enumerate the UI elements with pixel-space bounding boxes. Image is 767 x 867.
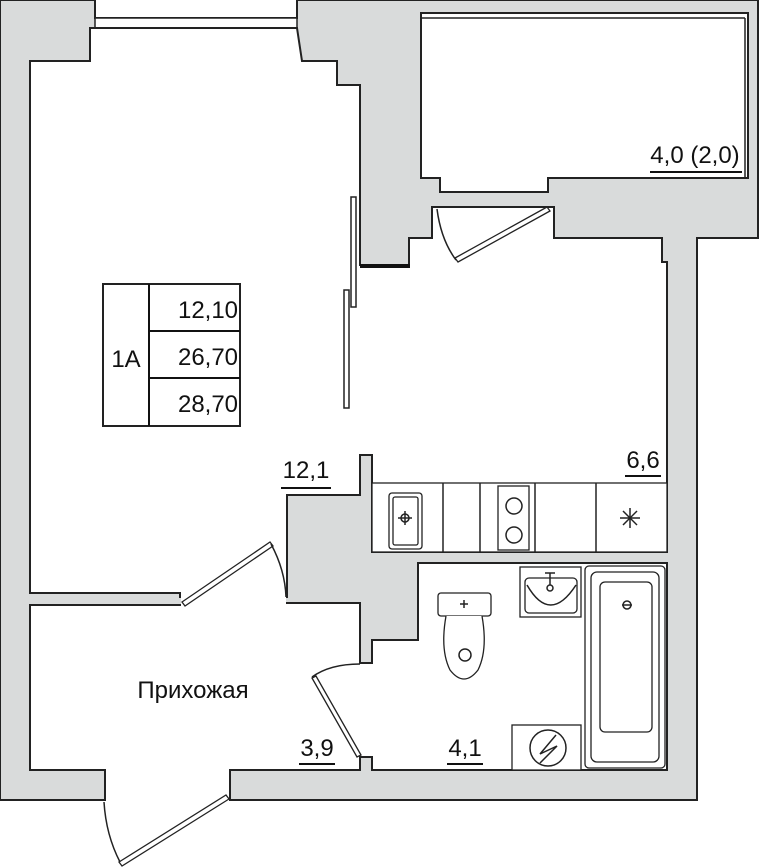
apartment-info-table: 1A 12,10 26,70 28,70	[102, 283, 241, 427]
living-room-door[interactable]	[181, 541, 287, 607]
bathtub-icon	[584, 565, 666, 769]
kitchen-sink-icon	[388, 492, 423, 550]
washbasin-icon	[519, 566, 582, 618]
balcony-door[interactable]	[436, 206, 551, 263]
balcony-area-label: 4,0 (2,0)	[650, 142, 739, 169]
kitchen-area-label: 6,6	[626, 447, 659, 474]
total-area-with-balcony-value: 28,70	[178, 391, 238, 418]
entrance-door[interactable]	[103, 794, 230, 867]
stove-icon	[497, 485, 530, 551]
living-area-label: 12,1	[283, 457, 330, 484]
entrance-gap	[106, 768, 229, 802]
sliding-partition-2[interactable]	[343, 289, 350, 409]
living-area-value: 12,10	[178, 297, 238, 324]
bathroom-door[interactable]	[311, 663, 362, 758]
boiler-icon	[511, 724, 582, 771]
living-door-gap	[181, 590, 286, 608]
apartment-type-label: 1A	[111, 346, 140, 373]
ventilation-icon	[620, 508, 640, 528]
balcony	[420, 12, 749, 193]
total-area-value: 26,70	[178, 344, 238, 371]
bath-door-gap	[355, 664, 377, 756]
sliding-partition-1[interactable]	[350, 196, 357, 308]
hall-area-label: 3,9	[300, 735, 333, 762]
toilet-icon	[437, 592, 492, 680]
window-top	[94, 17, 298, 29]
hall-name-label: Прихожая	[137, 677, 248, 704]
bathroom-area-label: 4,1	[448, 735, 481, 762]
